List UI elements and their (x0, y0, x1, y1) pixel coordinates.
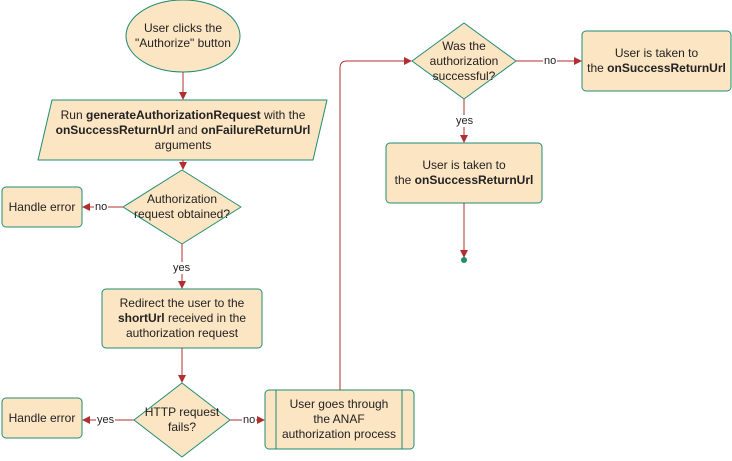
redirect-line2: shortUrl received in the (118, 311, 246, 326)
handle-error-1-text: Handle error (8, 199, 76, 214)
edge-anaf-to-was-success (339, 57, 412, 390)
run-and: and (174, 122, 202, 137)
taken-right-line2: the onSuccessReturnUrl (587, 61, 726, 76)
taken-to-success-right-node: User is taken to the onSuccessReturnUrl (582, 31, 731, 91)
anaf-line1: User goes through (289, 397, 389, 411)
http-fails-diamond-shape (133, 382, 231, 458)
run-arg-success: onSuccessReturnUrl (55, 122, 175, 137)
run-function-name: generateAuthorizationRequest (85, 107, 261, 122)
taken-right-line1: User is taken to (614, 46, 699, 60)
taken-bottom-line1: User is taken to (422, 158, 506, 172)
anaf-line3: authorization process (281, 427, 397, 441)
redirect-line3: authorization request (125, 326, 239, 340)
handle-error-2-text: Handle error (8, 410, 76, 425)
anaf-process-node: User goes through the ANAF authorization… (276, 390, 402, 449)
http-fails-decision: HTTP request fails? (134, 398, 230, 442)
edge-label-no-success: no (543, 55, 558, 67)
taken-bottom-line2: the onSuccessReturnUrl (395, 173, 534, 188)
redirect-line2-rest: received in the (164, 311, 247, 325)
run-generate-request-node: Run generateAuthorizationRequest with th… (46, 100, 320, 160)
auth-obtained-decision: Authorization request obtained? (123, 185, 241, 229)
handle-error-node-2: Handle error (2, 398, 82, 438)
auth-obtained-line1: Authorization (146, 192, 218, 206)
taken-right-url: onSuccessReturnUrl (607, 61, 726, 75)
run-node-line1: Run generateAuthorizationRequest with th… (56, 108, 311, 123)
taken-bottom-prefix: the (394, 173, 415, 187)
anaf-line2: the ANAF (313, 412, 365, 426)
taken-right-prefix: the (587, 61, 608, 75)
http-fails-line1: HTTP request (144, 405, 220, 419)
redirect-line1: Redirect the user to the (119, 296, 245, 310)
edge-label-yes-success: yes (455, 115, 475, 127)
http-fails-line2: fails? (167, 420, 196, 434)
run-node-line3: arguments (154, 137, 212, 152)
run-arg-failure: onFailureReturnUrl (201, 122, 311, 137)
taken-right-shape (581, 30, 732, 92)
edge-label-no-auth: no (94, 201, 109, 213)
edge-label-yes-http: yes (96, 414, 116, 426)
taken-bottom-url: onSuccessReturnUrl (414, 173, 534, 187)
auth-obtained-line2: request obtained? (133, 207, 231, 221)
was-success-line2: authorization (429, 53, 499, 68)
run-parallelogram-shape (37, 99, 328, 161)
was-success-line3: successful? (432, 68, 496, 83)
was-success-line1: Was the (442, 38, 486, 53)
run-prefix: Run (60, 107, 86, 122)
edge-label-yes-auth: yes (172, 262, 192, 274)
redirect-node: Redirect the user to the shortUrl receiv… (102, 289, 262, 348)
edge-label-no-http: no (242, 414, 257, 426)
run-mid: with the (260, 107, 306, 122)
start-node-line1: User clicks the (143, 21, 222, 35)
start-node-line2: "Authorize" button (135, 36, 231, 50)
handle-error-node-1: Handle error (2, 187, 82, 227)
was-success-decision: Was the authorization successful? (412, 36, 516, 86)
end-point-dot (461, 257, 467, 263)
start-node: User clicks the "Authorize" button (126, 4, 240, 68)
taken-to-success-bottom-node: User is taken to the onSuccessReturnUrl (386, 143, 542, 203)
run-node-line2: onSuccessReturnUrl and onFailureReturnUr… (56, 123, 311, 138)
redirect-short-url: shortUrl (117, 311, 165, 325)
